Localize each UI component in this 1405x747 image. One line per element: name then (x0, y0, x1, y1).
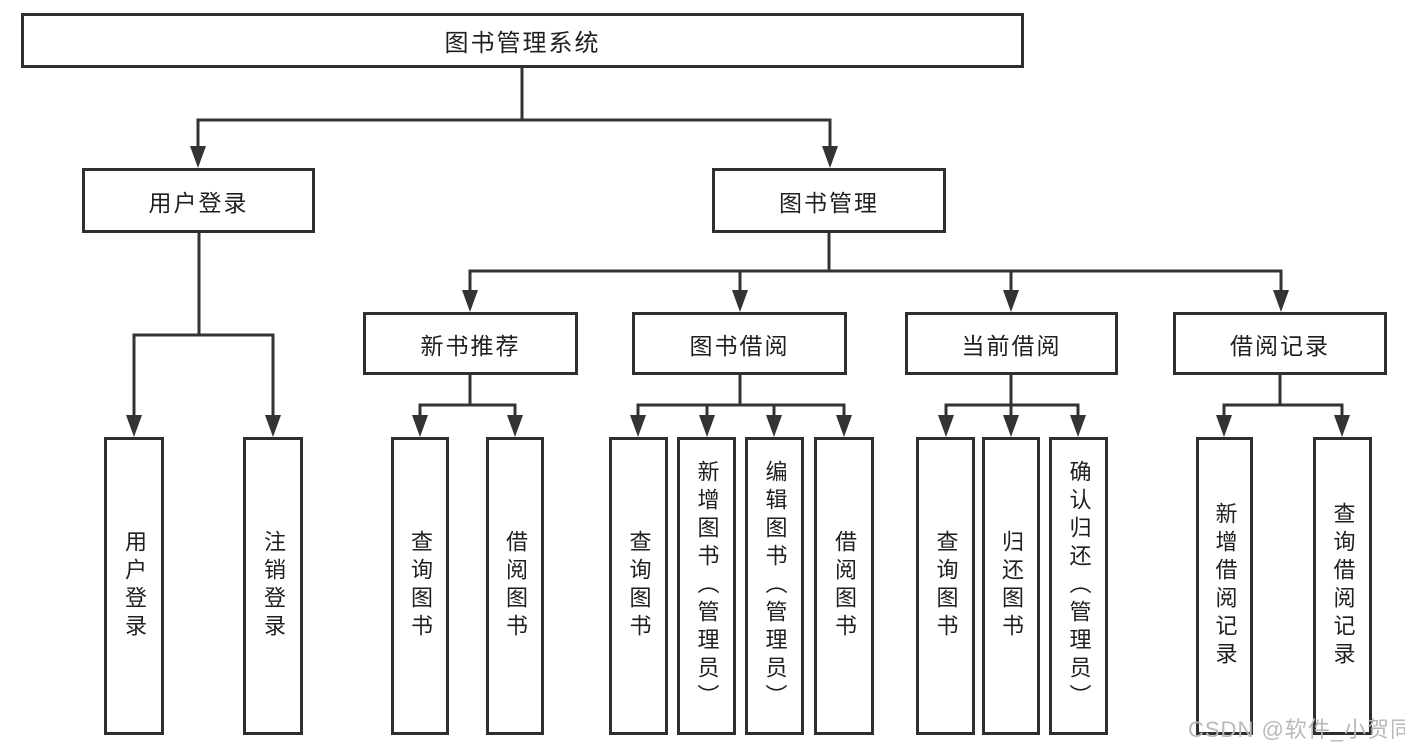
connector-book-management-to-level3 (462, 233, 1289, 312)
leaf-query-books-2: 查询图书 (609, 437, 668, 735)
leaf-logout: 注销登录 (243, 437, 303, 735)
node-borrow-record: 借阅记录 (1173, 312, 1387, 375)
connector-user-login-to-leaves (126, 232, 281, 437)
watermark: CSDN @软件_小贺同学 (1188, 717, 1405, 742)
connector-borrow-record-to-leaves (1216, 375, 1350, 437)
node-book-management: 图书管理 (712, 168, 946, 233)
leaf-edit-book-admin: 编辑图书（管理员） (745, 437, 804, 735)
leaf-confirm-return-admin: 确认归还（管理员） (1049, 437, 1108, 735)
connector-root-to-level2 (190, 68, 838, 168)
leaf-user-login: 用户登录 (104, 437, 164, 735)
node-current-borrow: 当前借阅 (905, 312, 1118, 375)
leaf-query-books-3: 查询图书 (916, 437, 975, 735)
leaf-add-book-admin: 新增图书（管理员） (677, 437, 736, 735)
node-root: 图书管理系统 (21, 13, 1024, 68)
node-user-login: 用户登录 (82, 168, 315, 233)
leaf-return-book: 归还图书 (982, 437, 1040, 735)
connector-current-borrow-to-leaves (938, 375, 1086, 437)
node-book-borrow: 图书借阅 (632, 312, 847, 375)
leaf-add-borrow-record: 新增借阅记录 (1196, 437, 1253, 735)
connector-new-book-recommend-to-leaves (412, 375, 523, 437)
connector-book-borrow-to-leaves (630, 375, 852, 437)
leaf-query-borrow-record: 查询借阅记录 (1313, 437, 1372, 735)
leaf-query-books-1: 查询图书 (391, 437, 449, 735)
leaf-borrow-books-1: 借阅图书 (486, 437, 544, 735)
leaf-borrow-books-2: 借阅图书 (814, 437, 874, 735)
node-new-book-recommend: 新书推荐 (363, 312, 578, 375)
